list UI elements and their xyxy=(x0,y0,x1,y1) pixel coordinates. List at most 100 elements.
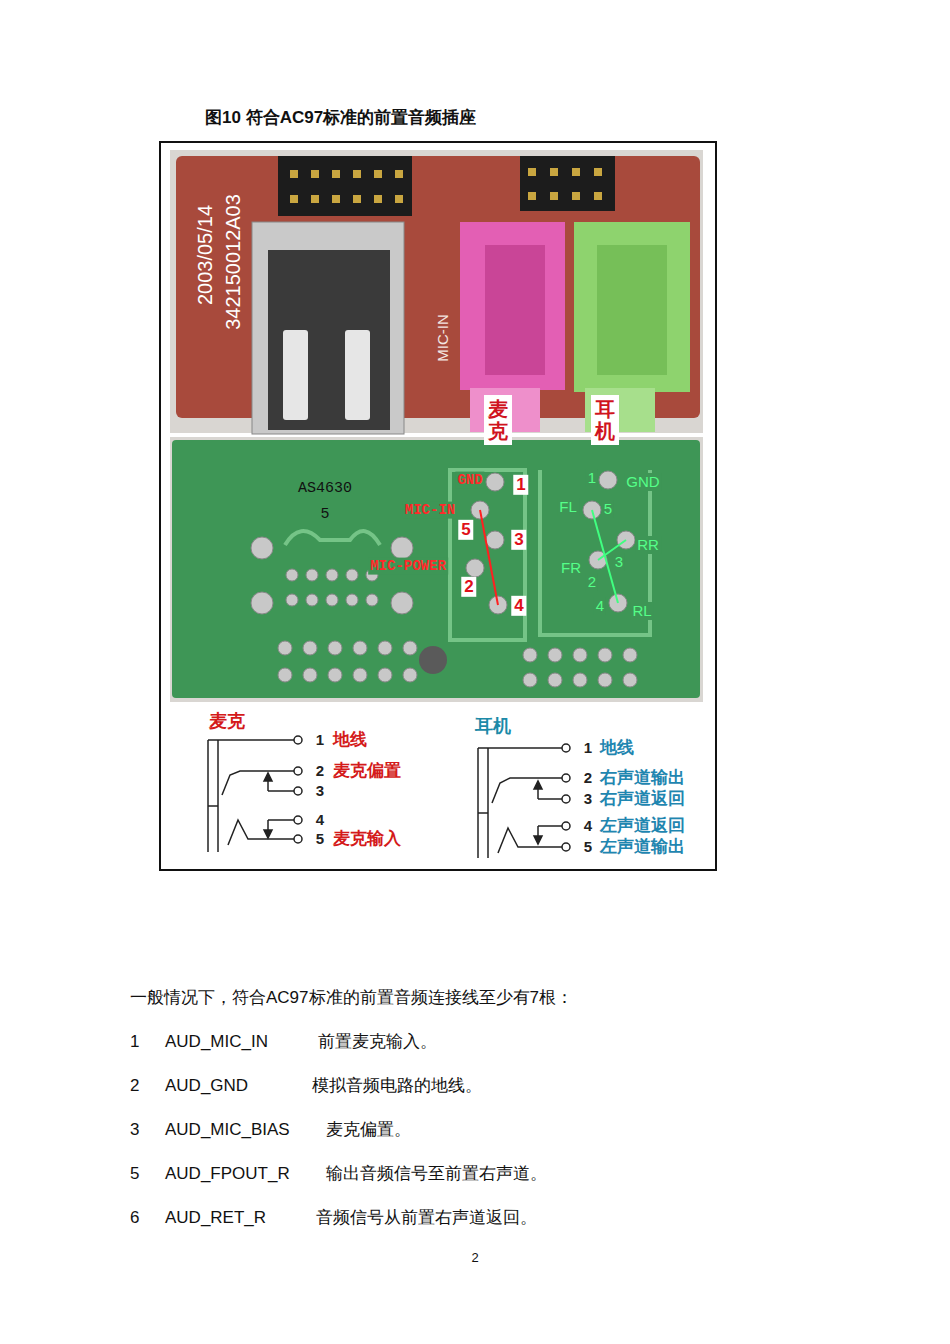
header-pin xyxy=(353,170,361,178)
photo-ground xyxy=(170,437,703,702)
body-text: 输出音频信号至前置右声道。 xyxy=(326,1164,547,1184)
solder-pad xyxy=(378,668,392,682)
chip-marking: AS4630 xyxy=(298,480,352,498)
pin-label: FL xyxy=(557,498,579,516)
pin-number: 5 xyxy=(458,520,473,540)
pin-label: RL xyxy=(630,602,653,620)
solder-pad xyxy=(391,537,413,559)
solder-pad xyxy=(466,559,484,577)
header-pin xyxy=(374,170,382,178)
wire xyxy=(538,825,562,827)
solder-pad xyxy=(251,537,273,559)
arrowhead xyxy=(534,781,542,789)
mic-jack xyxy=(460,222,565,390)
header-pin xyxy=(594,168,602,176)
solder-pad xyxy=(378,641,392,655)
wire xyxy=(268,790,294,792)
arrowhead xyxy=(264,830,272,838)
solder-pad xyxy=(403,668,417,682)
solder-pad xyxy=(523,648,537,662)
spring-contact xyxy=(222,771,294,795)
header-pin xyxy=(550,168,558,176)
jack-sleeve xyxy=(208,805,218,807)
pin-number: 1 xyxy=(584,739,592,757)
header-pin xyxy=(374,195,382,203)
header-pin xyxy=(395,170,403,178)
header-pin xyxy=(395,195,403,203)
terminal xyxy=(562,822,570,830)
header-pin xyxy=(594,192,602,200)
pin-number: 4 xyxy=(584,817,592,835)
jack-sleeve xyxy=(487,748,489,858)
body-text: 音频信号从前置右声道返回。 xyxy=(316,1208,537,1228)
pin-function: 右声道输出 xyxy=(600,768,685,788)
signal-name: GND xyxy=(455,472,484,489)
arrowhead xyxy=(264,773,272,781)
solder-pad xyxy=(391,592,413,614)
body-text: AUD_GND xyxy=(165,1076,248,1096)
pin-number: 2 xyxy=(316,762,324,780)
header-pin xyxy=(572,168,580,176)
solder-pad xyxy=(486,473,504,491)
pin-number: 1 xyxy=(316,731,324,749)
header-pin xyxy=(290,170,298,178)
pin-number: 1 xyxy=(513,475,528,495)
pin-function: 左声道输出 xyxy=(600,837,685,857)
usb-slot xyxy=(268,250,390,430)
terminal xyxy=(562,774,570,782)
top-photo xyxy=(170,150,703,434)
jack-label: 耳机 xyxy=(591,395,619,445)
pin-label: 1 xyxy=(586,469,598,487)
chip-marking: 5 xyxy=(320,506,329,524)
photo-ground xyxy=(170,150,703,433)
header-pin xyxy=(572,192,580,200)
pin-number: 4 xyxy=(316,811,324,829)
mic-jack-face xyxy=(485,245,545,375)
pin-number: 2 xyxy=(461,577,476,597)
spring-contact xyxy=(492,778,562,803)
body-text: 5 xyxy=(130,1164,139,1184)
board-marking: MIC-IN xyxy=(434,314,452,362)
solder-pad xyxy=(306,569,318,581)
pin-number: 3 xyxy=(316,782,324,800)
solder-pad xyxy=(598,648,612,662)
terminal xyxy=(294,835,302,843)
solder-pad xyxy=(486,531,504,549)
pin-label: FR xyxy=(559,559,583,577)
green-board xyxy=(172,440,700,698)
spring-contact xyxy=(228,820,294,845)
pin-number: 3 xyxy=(511,530,526,550)
solder-pads xyxy=(251,471,637,687)
solder-pad xyxy=(599,471,617,489)
pin-function: 地线 xyxy=(600,738,634,758)
header-pin xyxy=(353,195,361,203)
page-number: 2 xyxy=(471,1250,478,1266)
jack-sleeve xyxy=(477,748,479,858)
terminal xyxy=(562,843,570,851)
body-text: AUD_MIC_IN xyxy=(165,1032,268,1052)
terminal xyxy=(294,767,302,775)
bottom-photo xyxy=(170,437,703,702)
headphone-jack xyxy=(574,222,690,392)
solder-pad xyxy=(286,594,298,606)
header-pin xyxy=(528,192,536,200)
arrowhead xyxy=(534,836,542,844)
body-text: 一般情况下，符合AC97标准的前置音频连接线至少有7根： xyxy=(130,988,573,1008)
solder-pad xyxy=(548,673,562,687)
body-text: 2 xyxy=(130,1076,139,1096)
header-pin xyxy=(290,195,298,203)
body-text: 1 xyxy=(130,1032,139,1052)
pin-header xyxy=(520,156,615,211)
solder-pad xyxy=(573,673,587,687)
jack-sleeve xyxy=(217,740,219,852)
signal-name: MIC-IN xyxy=(403,502,457,519)
wire xyxy=(268,819,294,821)
wire xyxy=(478,747,562,749)
body-text: 前置麦克输入。 xyxy=(318,1032,437,1052)
terminal xyxy=(562,744,570,752)
header-pins xyxy=(290,168,602,203)
board-marking: 2003/05/14 xyxy=(193,205,217,305)
figure-frame xyxy=(160,142,716,870)
solder-pad xyxy=(328,668,342,682)
